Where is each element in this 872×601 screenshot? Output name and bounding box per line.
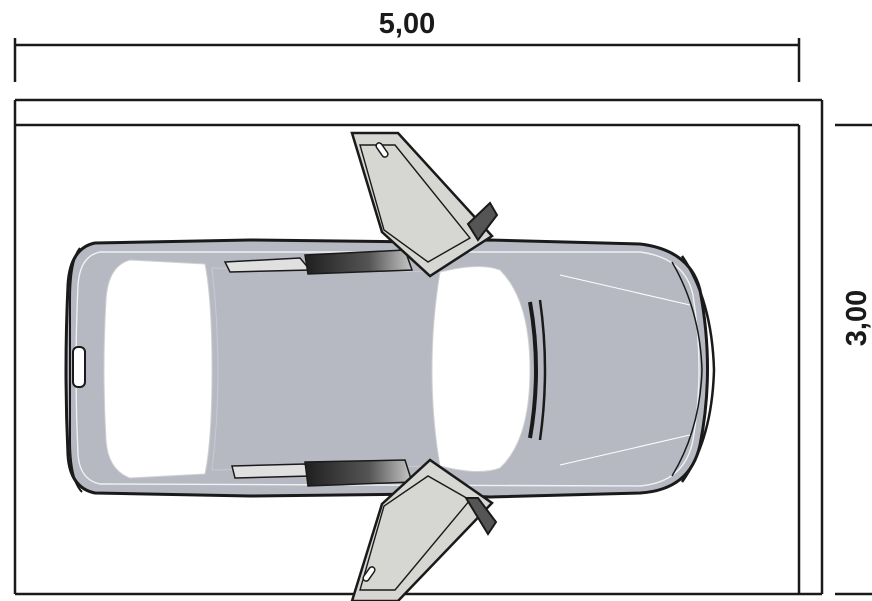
- depth-dimension-label: 3,00: [841, 290, 872, 346]
- door-sill-bottom: [231, 463, 312, 479]
- depth-dimension: 3,00: [835, 123, 872, 596]
- open-door-top: [350, 131, 499, 278]
- width-dimension: 5,00: [13, 8, 801, 82]
- car-top-view: [64, 238, 716, 499]
- width-dimension-label: 5,00: [379, 8, 435, 40]
- roof: [211, 267, 441, 471]
- open-door-bottom: [350, 458, 498, 601]
- rear-window: [103, 259, 213, 479]
- rear-plate: [72, 346, 86, 388]
- side-mirror-top: [466, 201, 499, 242]
- side-mirror-bottom: [464, 497, 498, 536]
- garage-outline: [13, 98, 824, 596]
- front-windshield: [431, 266, 531, 472]
